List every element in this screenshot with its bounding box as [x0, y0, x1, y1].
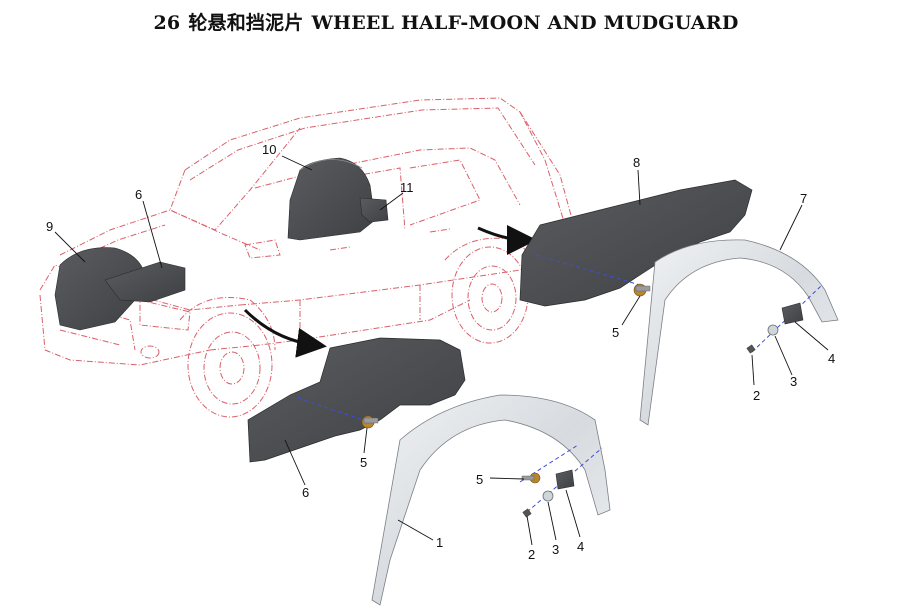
- part-5-right-clip: [633, 283, 651, 297]
- part-4-mid-bracket: [555, 469, 575, 490]
- callout-8: 8: [633, 155, 640, 170]
- part-2-right-screw: [746, 344, 756, 354]
- page-title: 26 轮悬和挡泥片 WHEEL HALF-MOON AND MUDGUARD: [0, 8, 900, 35]
- part-11-bracket: [359, 197, 389, 223]
- callout-10: 10: [262, 142, 276, 157]
- part-5-mid-clip: [521, 472, 541, 484]
- callout-4-mid: 4: [577, 539, 584, 554]
- callout-7: 7: [800, 191, 807, 206]
- arrow-rear: [477, 224, 537, 255]
- callout-3-mid: 3: [552, 542, 559, 557]
- callout-1: 1: [436, 535, 443, 550]
- title-number: 26: [153, 12, 181, 34]
- callout-2-mid: 2: [528, 547, 535, 562]
- leader-lines: [54, 155, 829, 546]
- part-9-wheelhouse: [54, 247, 146, 331]
- part-10-liner: [287, 157, 376, 241]
- title-chinese: 轮悬和挡泥片: [188, 12, 304, 34]
- part-8-mudguard: [519, 179, 753, 307]
- callout-5-mid: 5: [476, 472, 483, 487]
- part-3-mid-washer: [542, 490, 554, 502]
- part-1-wheel-liner: [371, 394, 611, 606]
- callout-11: 11: [400, 180, 414, 195]
- callout-5-right: 5: [612, 325, 619, 340]
- callout-5-left: 5: [360, 455, 367, 470]
- part-2-mid-screw: [522, 508, 532, 518]
- part-3-right-washer: [767, 324, 779, 336]
- callout-4-right: 4: [828, 351, 835, 366]
- title-english: WHEEL HALF-MOON AND MUDGUARD: [311, 12, 739, 34]
- part-5-left-clip: [361, 415, 379, 429]
- callout-6-top: 6: [135, 187, 142, 202]
- callout-3-right: 3: [790, 374, 797, 389]
- part-7-wheel-liner: [639, 239, 839, 426]
- arrow-front: [243, 308, 327, 358]
- callout-2-right: 2: [753, 388, 760, 403]
- callout-6-bottom: 6: [302, 485, 309, 500]
- part-4-right-bracket: [781, 302, 804, 325]
- callout-9: 9: [46, 219, 53, 234]
